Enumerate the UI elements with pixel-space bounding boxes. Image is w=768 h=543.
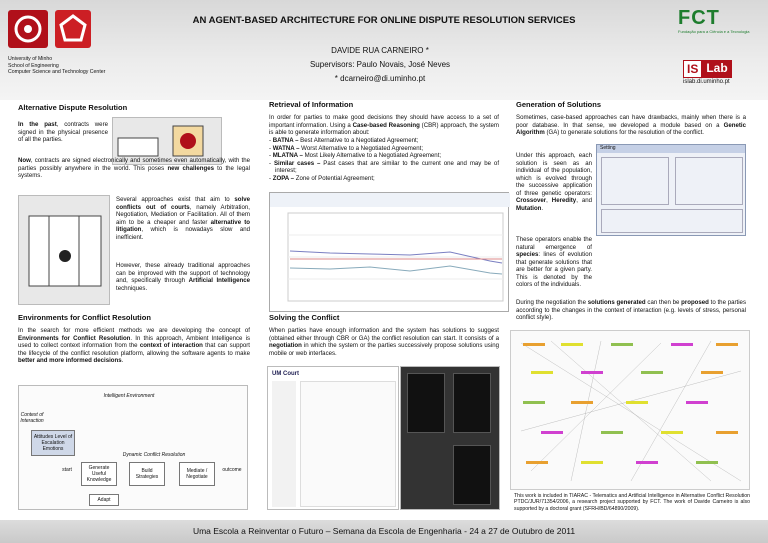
app-sidebar — [272, 381, 296, 507]
university-text: University of Minho School of Engineerin… — [8, 56, 105, 76]
diagram-ami-box: Attitudes Level of Escalation Emotions — [31, 430, 75, 456]
header-band — [0, 0, 768, 100]
section-title-ecr: Environments for Conflict Resolution — [18, 313, 151, 322]
adr-paragraph-past: In the past, contracts were signed in th… — [18, 121, 108, 143]
footer-band: Uma Escola a Reinventar o Futuro – Seman… — [0, 520, 768, 543]
islab-is: IS — [683, 60, 703, 78]
signing-illustration — [112, 117, 222, 165]
section-title-generation: Generation of Solutions — [516, 100, 602, 109]
settings-group — [601, 157, 669, 205]
architecture-diagram: Intelligent Environment Context of Inter… — [18, 385, 248, 510]
poster-title: AN AGENT-BASED ARCHITECTURE FOR ONLINE D… — [192, 15, 576, 26]
islab-url[interactable]: islab.di.uminho.pt — [683, 79, 730, 85]
phone-screen — [407, 373, 445, 433]
author-name: DAVIDE RUA CARNEIRO * — [331, 46, 429, 55]
university-logo — [8, 10, 48, 48]
fct-logo: FCT Fundação para a Ciência e a Tecnolog… — [678, 8, 760, 36]
app-name: UM Court — [272, 371, 299, 377]
cbr-chart-svg — [270, 193, 510, 302]
phone-screen — [453, 373, 491, 433]
diagram-generate: Generate Useful Knowledge — [81, 462, 117, 486]
fct-subtitle: Fundação para a Ciência e a Tecnologia — [678, 29, 750, 34]
generation-paragraph-1: Sometimes, case-based approaches can hav… — [516, 114, 746, 136]
umcourt-web-screenshot: UM Court — [267, 366, 399, 510]
species-graph-svg — [520, 340, 742, 482]
adr-paragraph-ai: However, these already traditional appro… — [116, 262, 250, 292]
uni-line: Computer Science and Technology Center — [8, 69, 106, 76]
mobile-screenshots — [400, 366, 500, 510]
diagram-outcome: outcome — [222, 467, 242, 473]
school-logo — [55, 10, 91, 48]
diagram-build: Build Strategies — [129, 462, 165, 486]
footer-text: Uma Escola a Reinventar o Futuro – Seman… — [192, 526, 576, 536]
fct-text: FCT — [678, 7, 720, 29]
generation-paragraph-4: During the negotiation the solutions gen… — [516, 299, 746, 321]
retrieval-list: - BATNA – Best Alternative to a Negotiat… — [269, 137, 499, 182]
list-item: - MLATNA – Most Likely Alternative to a … — [269, 152, 442, 159]
diagram-adapt: Adapt — [89, 494, 119, 506]
list-item: - WATNA – Worst Alternative to a Negotia… — [269, 144, 424, 152]
diagram-dynamic: Dynamic Conflict Resolution — [122, 452, 186, 458]
window-title: Setting — [597, 145, 745, 153]
generation-paragraph-3: These operators enable the natural emerg… — [516, 236, 592, 288]
diagram-start: start — [62, 467, 72, 473]
islab-logo: IS Lab — [683, 60, 732, 78]
author-block: DAVIDE RUA CARNEIRO * Supervisors: Paulo… — [200, 44, 560, 86]
ga-settings-window: Setting — [596, 144, 746, 236]
species-graph — [510, 330, 750, 490]
adr-paragraph-now: Now, contracts are signed electronically… — [18, 157, 250, 179]
diagram-mediate: Mediate / Negotiate — [179, 462, 215, 486]
phone-screen — [453, 445, 491, 505]
list-item: - ZOPA – Zone of Potential Agreement; — [269, 174, 375, 182]
diagram-context: Context of Interaction — [20, 412, 44, 424]
retrieval-paragraph: In order for parties to make good decisi… — [269, 114, 499, 136]
funding-credit: This work is included in TIARAC - Telema… — [514, 493, 750, 512]
section-title-solving: Solving the Conflict — [269, 313, 340, 322]
diagram-intelligent-environment: Intelligent Environment — [103, 393, 155, 399]
uni-line: University of Minho — [8, 56, 53, 62]
email[interactable]: * dcarneiro@di.uminho.pt — [334, 74, 426, 83]
settings-group — [601, 209, 743, 233]
section-title-retrieval: Retrieval of Information — [269, 100, 354, 109]
courthouse-illustration — [18, 195, 110, 305]
settings-group — [675, 157, 743, 205]
uni-line: School of Engineering — [8, 62, 59, 69]
list-item: - BATNA – Best Alternative to a Negotiat… — [269, 137, 419, 144]
ecr-paragraph: In the search for more efficient methods… — [18, 327, 250, 364]
cbr-screenshot — [269, 192, 510, 312]
solving-paragraph: When parties have enough information and… — [269, 327, 499, 357]
app-content — [300, 381, 396, 507]
section-title-adr: Alternative Dispute Resolution — [18, 103, 128, 112]
list-item: - Similar cases – Past cases that are si… — [269, 159, 500, 175]
adr-paragraph-approaches: Several approaches exist that aim to sol… — [116, 196, 251, 241]
supervisors: Supervisors: Paulo Novais, José Neves — [309, 60, 451, 69]
generation-paragraph-2: Under this approach, each solution is se… — [516, 152, 592, 212]
islab-lab: Lab — [702, 60, 732, 78]
